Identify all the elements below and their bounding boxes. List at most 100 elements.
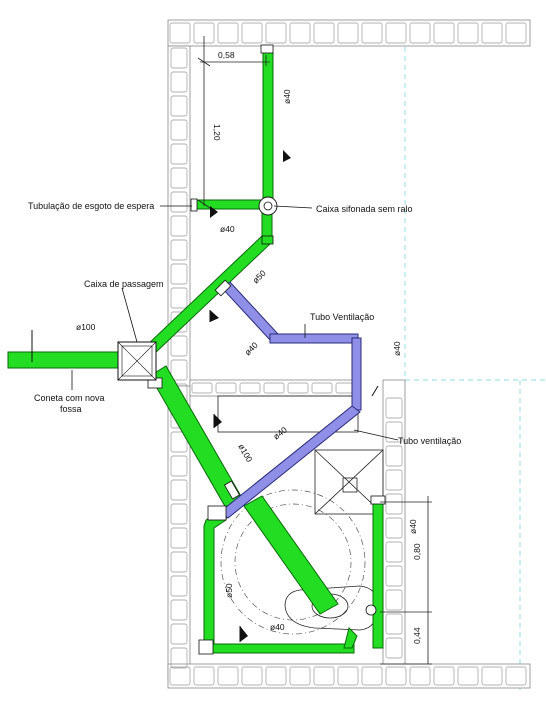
- dim-width-top: 0,58: [218, 50, 235, 60]
- dim-right-lower: 0,44: [412, 627, 422, 644]
- wall-block: [170, 503, 188, 525]
- fixtures: [217, 395, 384, 635]
- wall-block: [313, 666, 335, 686]
- wall-block: [385, 421, 403, 443]
- wall-block: [313, 22, 335, 44]
- wall-block: [170, 359, 188, 381]
- label-tubo-ventilacao-1: Tubo Ventilação: [310, 312, 374, 322]
- wall-block: [169, 666, 191, 686]
- wall-block: [481, 666, 503, 686]
- wall-block: [169, 22, 191, 44]
- wall-block: [170, 479, 188, 501]
- wall-block: [409, 22, 431, 44]
- wall-block: [337, 666, 359, 686]
- wall-block: [170, 335, 188, 357]
- wall-block: [170, 143, 188, 165]
- label-tubo-ventilacao-2: Tubo ventilação: [398, 436, 461, 446]
- vent-pipes: [219, 281, 362, 519]
- wall-block: [385, 613, 403, 635]
- wall-block: [241, 666, 263, 686]
- wall-block: [170, 623, 188, 645]
- wall-block: [289, 666, 311, 686]
- wall-block: [361, 22, 383, 44]
- diameter-main-100: ø100: [76, 322, 96, 332]
- wall-block: [337, 22, 359, 44]
- wall-block: [191, 382, 213, 394]
- wall-block: [263, 382, 285, 394]
- wall-block: [287, 382, 309, 394]
- diameter-right: ø40: [408, 519, 418, 534]
- wall-block: [385, 589, 403, 611]
- wall-block: [265, 22, 287, 44]
- diameter-diag-100: ø100: [236, 442, 254, 464]
- wall-block: [289, 22, 311, 44]
- diameter-lower-50: ø50: [224, 583, 234, 598]
- wall-block: [239, 382, 261, 394]
- label-coneta-line1: Coneta com nova: [34, 393, 105, 403]
- wall-block: [170, 95, 188, 117]
- wall-block: [170, 263, 188, 285]
- wall-block: [385, 445, 403, 467]
- wall-block: [170, 71, 188, 93]
- dim-height-top: 1,20: [212, 124, 222, 141]
- wall-block: [385, 22, 407, 44]
- wall-block: [215, 382, 237, 394]
- wall-block: [385, 469, 403, 491]
- wall-block: [457, 22, 479, 44]
- wall-block: [217, 22, 239, 44]
- wall-block: [385, 397, 403, 419]
- wall-block: [170, 599, 188, 621]
- wall-block: [433, 666, 455, 686]
- wall-block: [170, 47, 188, 69]
- label-caixa-passagem: Caixa de passagem: [84, 279, 164, 289]
- sewer-pipes: [7, 51, 384, 654]
- wall-block: [505, 22, 527, 44]
- wall-block: [385, 637, 403, 659]
- wall-block: [170, 119, 188, 141]
- caixa-de-passagem-box: [117, 341, 157, 381]
- wall-block: [433, 22, 455, 44]
- wall-block: [265, 666, 287, 686]
- wall-block: [170, 215, 188, 237]
- wall-block: [170, 575, 188, 597]
- wall-block: [170, 167, 188, 189]
- diameter-vent-vertical: ø40: [392, 341, 402, 356]
- label-tubulacao-espera: Tubulação de esgoto de espera: [28, 201, 154, 211]
- dim-right-upper: 0,80: [412, 543, 422, 560]
- diameter-long-vent: ø40: [271, 425, 289, 442]
- wall-block: [385, 517, 403, 539]
- wall-block: [385, 666, 407, 686]
- wall-block: [385, 541, 403, 563]
- wall-block: [311, 382, 333, 394]
- label-caixa-sifonada: Caixa sifonada sem ralo: [316, 204, 413, 214]
- dimension-lines: [197, 36, 432, 665]
- walls: [167, 19, 531, 689]
- diameter-horizontal-top: ø40: [220, 224, 235, 234]
- wall-block: [457, 666, 479, 686]
- fittings: [147, 44, 386, 655]
- wall-block: [385, 565, 403, 587]
- wall-block: [170, 287, 188, 309]
- wall-block: [170, 431, 188, 453]
- reference-grid: [404, 20, 546, 690]
- wall-block: [170, 647, 188, 669]
- wall-block: [481, 22, 503, 44]
- label-coneta-line2: fossa: [60, 404, 82, 414]
- wall-block: [193, 666, 215, 686]
- wall-block: [170, 191, 188, 213]
- diameter-vent-diag: ø40: [242, 340, 260, 358]
- flow-arrows: [31, 150, 379, 642]
- wall-block: [170, 551, 188, 573]
- wall-block: [170, 527, 188, 549]
- wall-block: [385, 493, 403, 515]
- leader-lines: [71, 205, 399, 441]
- diameter-diag-50: ø50: [250, 268, 268, 286]
- wall-block: [217, 666, 239, 686]
- diameter-vertical-top: ø40: [282, 89, 292, 104]
- diameter-bottom: ø40: [270, 622, 285, 632]
- wall-block: [409, 666, 431, 686]
- wall-block: [361, 666, 383, 686]
- wall-block: [505, 666, 527, 686]
- wall-block: [241, 22, 263, 44]
